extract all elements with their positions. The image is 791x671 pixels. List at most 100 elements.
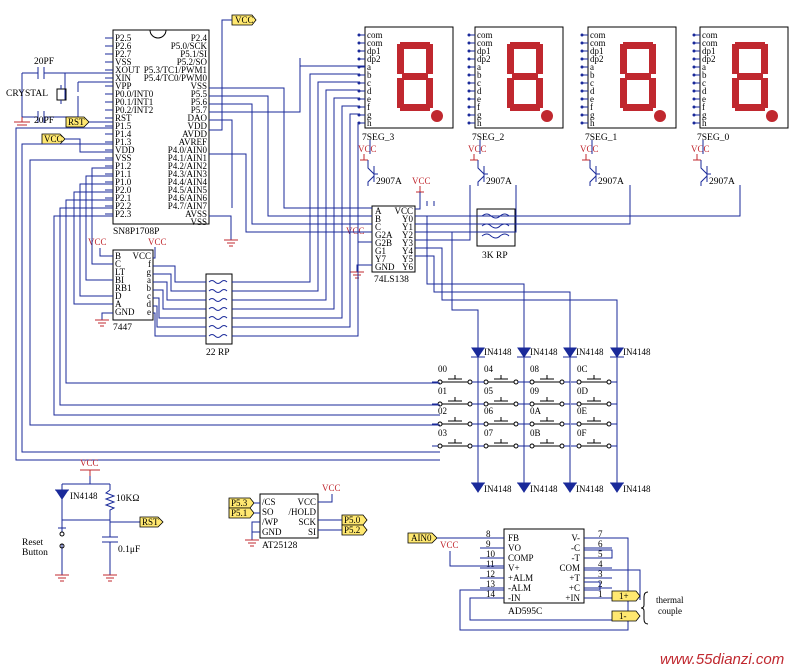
key-label: 0D [577,386,589,396]
bcd-pin-d: d [147,299,152,309]
seg-pin-d: d [367,86,372,96]
seg-pin-a: a [367,62,371,72]
key-07[interactable]: 07 [478,428,524,449]
adc-pin-v: V+ [508,563,520,573]
seg-pin-dp1: dp1 [367,46,381,56]
svg-text:VCC: VCC [44,134,63,144]
mcu-pin-p4-0-ain0: P4.0/AIN0 [168,145,208,155]
key-04[interactable]: 04 [478,364,524,385]
segment-6 [737,73,763,80]
key-0b[interactable]: 0B [524,428,570,449]
seg-display-label: 7SEG_2 [472,133,504,143]
thermal-label-1: couple [658,606,682,616]
decoder-pin-y5: Y5 [402,254,413,264]
seg-pin-g: g [702,110,707,120]
decimal-point [431,110,443,122]
segment-1 [761,44,768,74]
mcu-pin-p0-1-int1: P0.1/INT1 [115,97,153,107]
key-0e[interactable]: 0E [571,406,617,427]
bcd-pin-a: A [115,299,122,309]
key-label: 06 [484,406,494,416]
resistor-pack-3k: 3K RP [476,208,516,261]
diode-top-0: IN4148 [471,347,512,473]
key-label: 01 [438,386,447,396]
transistor-vcc: VCC [468,144,487,154]
bcd-pin-b: B [115,251,121,261]
seg-pin-e: e [367,94,371,104]
key-05[interactable]: 05 [478,386,524,407]
bcd-pin-a: a [147,275,151,285]
key-0a[interactable]: 0A [524,406,570,427]
seg-pin-f: f [367,102,370,112]
svg-text:VCC: VCC [148,237,167,247]
key-0d[interactable]: 0D [571,386,617,407]
key-06[interactable]: 06 [478,406,524,427]
seg-pin-dp2: dp2 [590,54,604,64]
bcd-pin-g: g [147,267,152,277]
segment-2 [536,78,543,108]
eeprom-pin-si: SI [308,527,316,537]
seg-pin-c: c [477,78,481,88]
adc-label: AD595C [508,607,542,617]
mcu-pin-p4-1-ain1: P4.1/AIN1 [168,153,207,163]
mcu-pin-p1-3: P1.3 [115,137,132,147]
decoder-pin-y4: Y4 [402,246,413,256]
segment-5 [620,44,627,74]
seg-pin-h: h [590,118,595,128]
decimal-point [541,110,553,122]
mcu-pin-xin: XIN [115,73,131,83]
decoder-pin-y0: Y0 [402,214,413,224]
key-03[interactable]: 03 [432,428,478,449]
decoder-pin-gnd: GND [375,262,395,272]
mcu-pin-p5-5: P5.5 [191,89,208,99]
seg-pin-dp1: dp1 [477,46,491,56]
diode-reset-label: IN4148 [70,491,98,501]
mcu-pin-vdd: VDD [115,145,135,155]
mcu-pin-p1-5: P1.5 [115,121,132,131]
adc-pin-num: 1 [598,589,603,599]
seg-pin-b: b [702,70,707,80]
bcd-pin-e: e [147,307,151,317]
adc-pin-num: 13 [486,579,496,589]
adc-pin-num: 6 [598,539,603,549]
bcd-pin-b: b [147,283,152,293]
key-01[interactable]: 01 [432,386,478,407]
seg-pin-f: f [702,102,705,112]
rp22-label: 22 RP [206,348,230,358]
key-02[interactable]: 02 [432,406,478,427]
key-0c[interactable]: 0C [571,364,617,385]
mcu-pin-p5-4-tc0-pwm0: P5.4/TC0/PWM0 [144,73,208,83]
decimal-point [766,110,778,122]
svg-text:VCC: VCC [88,237,107,247]
key-0f[interactable]: 0F [571,428,617,449]
eeprom-pin-so: SO [262,507,274,517]
mcu-pin-p1-0: P1.0 [115,177,132,187]
adc-pin-num: 12 [486,569,495,579]
key-00[interactable]: 00 [432,364,478,385]
key-09[interactable]: 09 [524,386,570,407]
bcd-pin-vcc: VCC [132,251,151,261]
svg-text:P5.0: P5.0 [344,515,361,525]
adc-pin-c: +C [569,583,580,593]
segment-4 [397,78,404,108]
adc-pin-t: -T [572,553,581,563]
key-label: 0F [577,428,587,438]
bcd-pin-bi: BI [115,275,124,285]
cap-bottom-label: 20PF [34,116,54,126]
decoder-pin-g2a: G2A [375,230,393,240]
seg-pin-a: a [590,62,594,72]
seg-pin-com: com [702,38,718,48]
svg-text:P5.1: P5.1 [231,508,247,518]
diode-bottom-3: IN4148 [610,482,651,494]
key-08[interactable]: 08 [524,364,570,385]
transistor-vcc: VCC [580,144,599,154]
transistor-label: 2907A [486,177,512,187]
seg-pin-com: com [590,30,606,40]
key-label: 08 [530,364,540,374]
decoder-pin-y1: Y1 [402,222,413,232]
mcu-pin-vss: VSS [115,153,132,163]
